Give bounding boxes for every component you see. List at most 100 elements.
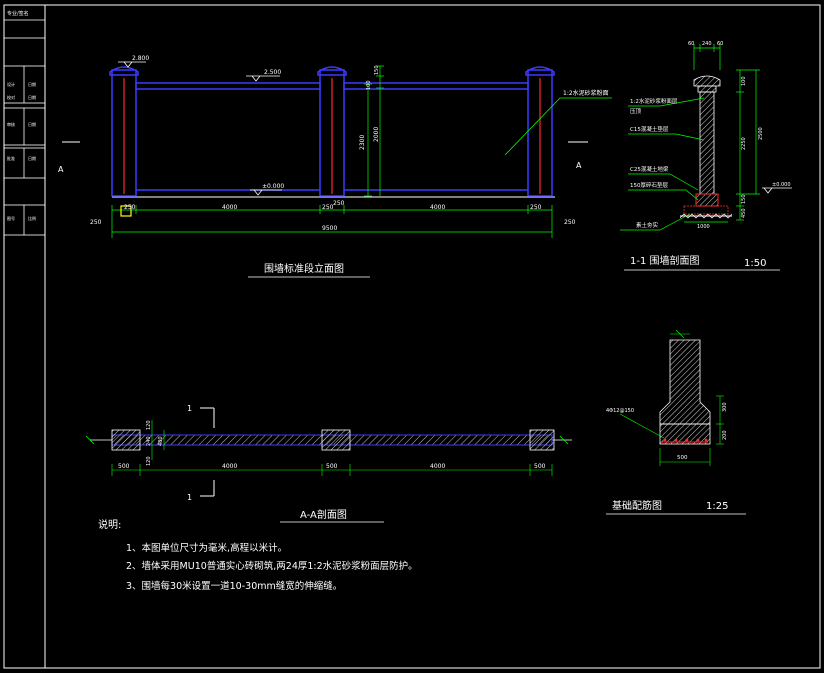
dim-100-elev: 100 [366,80,372,90]
plan-dim-240: 240 [146,436,152,446]
dim-150-elev: 150 [374,65,380,75]
sec-dim-2250: 2250 [741,137,747,150]
title-block-r2a: 校对 [7,94,15,100]
title-block-r0: 专业/签名 [7,10,29,17]
plan-dim-4000-b: 4000 [430,463,445,470]
sec-dim-60a: 60 [688,41,694,47]
dim-250-a: 250 [124,204,136,211]
section-mark-a-right: A [576,161,582,170]
wall-cap [693,75,721,87]
title-block-r2b: 日期 [28,94,36,100]
elevation-horizontal-dims [111,205,553,238]
svg-text:±0.000: ±0.000 [772,182,791,188]
plan-dim-500-a: 500 [118,463,130,470]
gravel-base [683,205,729,215]
top-rail-left [135,82,321,90]
wall-section [699,91,715,195]
ground-beam [695,193,719,207]
title-block-r5a: 图号 [7,215,15,221]
plan-view: 1 1 120 240 480 120 500 4 [85,404,572,523]
rebar-label: 4Φ12@150 [606,408,634,414]
title-block-r1a: 设计 [7,81,15,87]
plan-mark-1-bottom: 1 [187,493,192,502]
plan-dim-480: 480 [158,436,164,446]
dim-250-d: 250 [530,204,542,211]
notes: 说明: 1、本图单位尺寸为毫米,高程以米计。 2、墙体采用MU10普通实心砖砌筑… [98,518,418,592]
footing-section [659,339,711,425]
sec-label-3: C15混凝土垫层 [630,125,669,133]
section-1-1-scale: 1:50 [744,258,766,269]
plan-mark-1-top: 1 [187,404,192,413]
dim-250-b: 250 [322,204,334,211]
title-block-r4b: 日期 [28,155,36,161]
sec-label-5: 150厚碎石垫层 [630,181,668,189]
title-block-text: 专业/签名 设计 日期 校对 日期 审核 日期 批准 日期 图号 比例 [7,10,36,221]
section-marker-right: A [568,141,588,170]
plan-pillar-left [111,429,141,451]
pillar-marker-square [120,205,132,217]
pillar-right [525,66,555,197]
footing-dim-300: 300 [722,402,728,412]
elevation-vertical-dims [364,65,384,197]
elevation-title: 围墙标准段立面图 [264,262,344,275]
sec-label-6: 素土夯实 [636,221,659,229]
sec-dim-base: 1000 [697,224,710,230]
level-marker-mid: 2.500 [246,69,281,82]
sec-dim-450: 450 [741,208,747,218]
dim-4000-a: 4000 [222,204,237,211]
rebar-dots [663,438,708,442]
sec-label-2: 压顶 [630,108,642,115]
level-zero-text: ±0.000 [262,183,284,190]
level-marker-zero: ±0.000 [250,183,284,196]
dim-4000-b: 4000 [430,204,445,211]
title-block-r1b: 日期 [28,81,36,87]
sec-dim-100: 100 [741,76,747,86]
footing-title: 基础配筋图 [612,499,662,512]
sec-level-zero: ±0.000 [762,182,792,194]
level-mid-text: 2.500 [264,69,281,76]
notes-line-2: 2、墙体采用MU10普通实心砖砌筑,两24厚1:2水泥砂浆粉面层防护。 [126,560,418,572]
level-top-text: 2.800 [132,55,149,62]
section-mark-a-left: A [58,165,64,174]
footing-dim-200: 200 [722,430,728,440]
sec-label-4: C25混凝土地梁 [630,165,669,173]
plan-dim-500-b: 500 [326,463,338,470]
title-block-r3a: 审核 [7,121,15,127]
level-marker-top: 2.800 [118,55,149,68]
sec-dim-240: 240 [702,41,712,47]
notes-line-3: 3、围墙每30米设置一道10-30mm缝宽的伸缩缝。 [126,580,342,592]
plan-dim-4000-a: 4000 [222,463,237,470]
soil-hatch [679,213,733,219]
footing-pad [659,423,711,445]
title-block-r4a: 批准 [7,155,15,161]
plan-pillar-middle [321,429,351,451]
pillar-left [109,66,139,197]
plan-pillar-right [529,429,555,451]
footing-detail: 4Φ12@150 300 200 500 基础配筋图 1:25 [606,329,746,515]
plaster-leader: 1:2水泥砂浆粉面 [504,89,612,156]
title-block-r3b: 日期 [28,121,36,127]
notes-line-1: 1、本图单位尺寸为毫米,高程以米计。 [126,542,287,554]
sec-dim-60b: 60 [717,41,723,47]
dim-250-outer-left: 250 [90,219,102,226]
title-block [3,4,46,236]
note-plaster: 1:2水泥砂浆粉面 [563,89,609,97]
section-leaders [620,97,705,231]
plan-dim-120-top: 120 [146,420,152,430]
section-1-1-view: 60 240 60 100 2250 2500 150 450 1000 ±0.… [620,41,792,271]
footing-dim-500: 500 [677,455,688,461]
sec-dim-150: 150 [741,194,747,204]
dim-250-c: 250 [333,200,345,207]
dim-250-outer-right: 250 [564,219,576,226]
footing-scale: 1:25 [706,501,728,512]
sec-dim-2500: 2500 [758,127,764,140]
plan-section-marker [200,407,215,497]
plan-dim-120-bottom: 120 [146,456,152,466]
dim-total: 9500 [322,225,337,232]
dim-2000: 2000 [373,127,380,142]
plan-dim-500-c: 500 [534,463,546,470]
section-marker-left: A [58,141,80,174]
plan-title: A-A剖面图 [300,508,347,521]
title-block-r5b: 比例 [28,215,36,221]
